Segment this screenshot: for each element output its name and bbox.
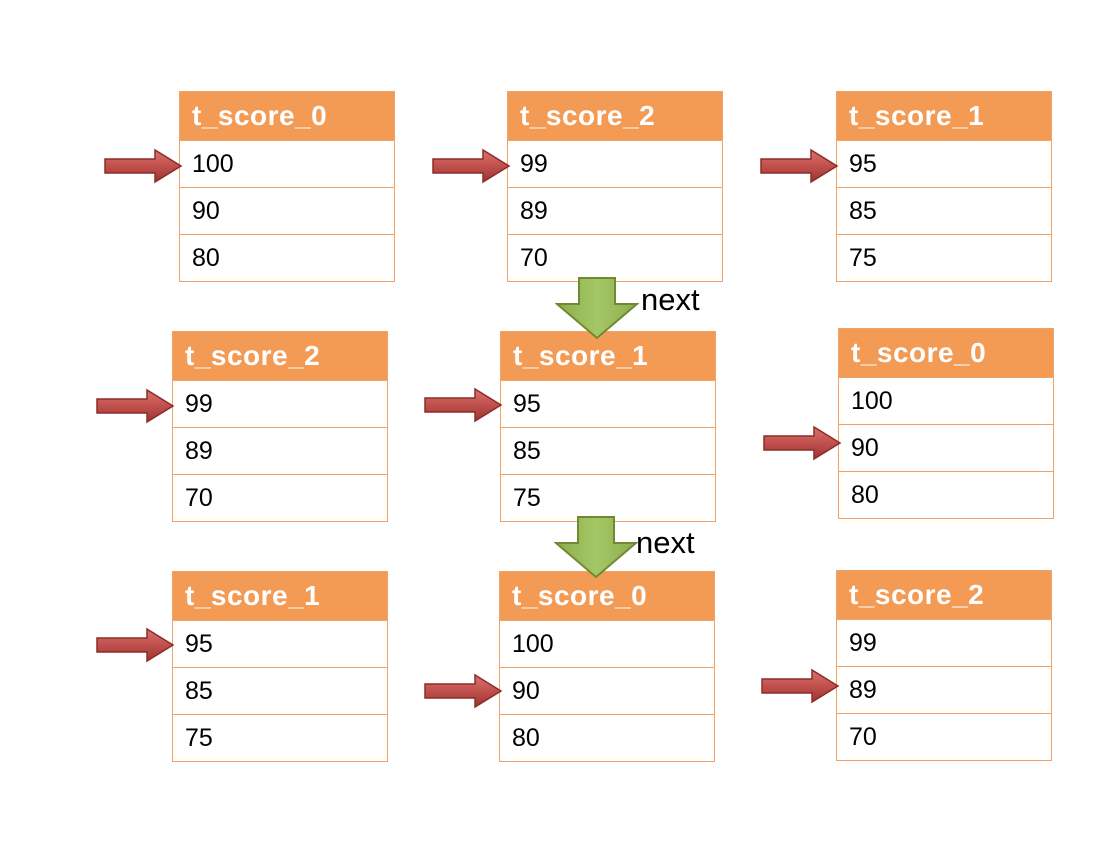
pointer-arrow-icon [432,148,511,184]
table-cell: 99 [508,140,722,187]
table-3: t_score_2 99 89 70 [172,331,388,522]
table-header: t_score_0 [180,92,394,140]
pointer-arrow-icon [761,668,840,704]
table-cell: 80 [500,714,714,761]
table-header: t_score_2 [173,332,387,380]
table-cell: 85 [837,187,1051,234]
table-cell: 99 [837,619,1051,666]
table-cell: 70 [837,713,1051,760]
table-5: t_score_0 100 90 80 [838,328,1054,519]
table-cell: 75 [837,234,1051,281]
table-cell: 95 [173,620,387,667]
table-cell: 75 [173,714,387,761]
down-arrow-icon [555,277,639,340]
table-header: t_score_1 [501,332,715,380]
pointer-arrow-icon [96,388,175,424]
table-cell: 75 [501,474,715,521]
pointer-arrow-icon [104,148,183,184]
table-cell: 80 [180,234,394,281]
pointer-arrow-icon [424,673,503,709]
table-cell: 85 [173,667,387,714]
table-8: t_score_2 99 89 70 [836,570,1052,761]
table-cell: 70 [508,234,722,281]
table-4: t_score_1 95 85 75 [500,331,716,522]
table-0: t_score_0 100 90 80 [179,91,395,282]
table-1: t_score_2 99 89 70 [507,91,723,282]
table-cell: 89 [837,666,1051,713]
table-cell: 100 [500,620,714,667]
table-cell: 80 [839,471,1053,518]
table-header: t_score_0 [839,329,1053,377]
table-cell: 99 [173,380,387,427]
table-cell: 100 [839,377,1053,424]
table-cell: 89 [508,187,722,234]
table-header: t_score_0 [500,572,714,620]
table-cell: 90 [839,424,1053,471]
table-header: t_score_2 [837,571,1051,619]
next-label: next [641,282,700,317]
table-cell: 90 [180,187,394,234]
down-arrow-icon [554,516,638,579]
pointer-arrow-icon [424,387,503,423]
table-cell: 89 [173,427,387,474]
table-6: t_score_1 95 85 75 [172,571,388,762]
table-cell: 95 [837,140,1051,187]
table-cell: 85 [501,427,715,474]
table-cell: 100 [180,140,394,187]
table-header: t_score_1 [173,572,387,620]
table-7: t_score_0 100 90 80 [499,571,715,762]
table-cell: 95 [501,380,715,427]
pointer-arrow-icon [760,148,839,184]
table-header: t_score_2 [508,92,722,140]
pointer-arrow-icon [763,425,842,461]
table-cell: 70 [173,474,387,521]
table-header: t_score_1 [837,92,1051,140]
pointer-arrow-icon [96,627,175,663]
next-label: next [636,525,695,560]
table-2: t_score_1 95 85 75 [836,91,1052,282]
table-cell: 90 [500,667,714,714]
